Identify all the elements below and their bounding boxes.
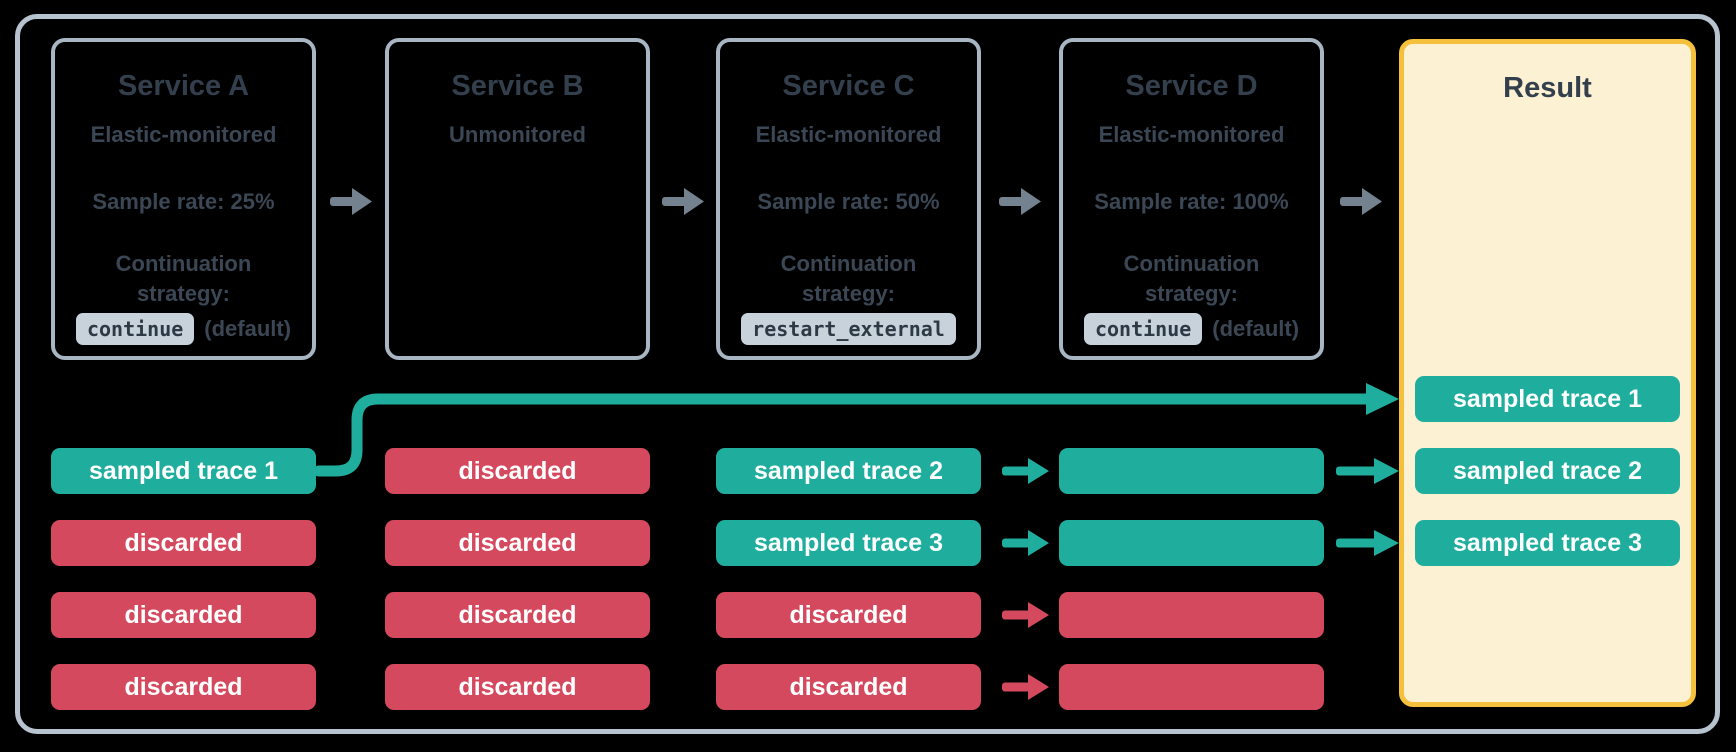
service-d-sample-rate: Sample rate: 100% xyxy=(1094,189,1289,214)
service-c-continuation-label-2: strategy: xyxy=(802,281,895,306)
trace-pill-label: discarded xyxy=(124,600,243,629)
trace-pill-c-3: discarded xyxy=(716,592,981,638)
trace-pill-d-2 xyxy=(1059,520,1324,566)
trace-pill-label: discarded xyxy=(789,600,908,629)
trace-pill-a-3: discarded xyxy=(51,592,316,638)
trace-pill-d-4 xyxy=(1059,664,1324,710)
service-a-strategy-suffix: (default) xyxy=(204,316,292,341)
trace-pill-label: discarded xyxy=(789,672,908,701)
result-pill-sampled-trace-1: sampled trace 1 xyxy=(1415,376,1680,422)
service-box-a: Service A Elastic-monitored Sample rate:… xyxy=(51,38,316,360)
service-a-continuation-label-2: strategy: xyxy=(137,281,230,306)
trace-pill-label: discarded xyxy=(124,528,243,557)
trace-pill-d-1 xyxy=(1059,448,1324,494)
trace-pill-d-3 xyxy=(1059,592,1324,638)
result-box: Result sampled trace 1 sampled trace 2 s… xyxy=(1399,39,1696,707)
service-a-continuation-label: Continuation xyxy=(115,251,252,276)
service-a-strategy-row: continue (default) xyxy=(61,309,306,349)
service-box-b: Service B Unmonitored xyxy=(385,38,650,360)
trace-pill-label: discarded xyxy=(124,672,243,701)
trace-pill-a-1: sampled trace 1 xyxy=(51,448,316,494)
service-a-sample-rate: Sample rate: 25% xyxy=(92,189,275,214)
result-pill-sampled-trace-3: sampled trace 3 xyxy=(1415,520,1680,566)
trace-pill-a-4: discarded xyxy=(51,664,316,710)
service-c-strategy-row: restart_external xyxy=(726,309,971,349)
trace-pill-label: sampled trace 1 xyxy=(89,456,278,485)
service-c-continuation-label: Continuation xyxy=(780,251,917,276)
trace-pill-c-4: discarded xyxy=(716,664,981,710)
service-c-strategy-badge: restart_external xyxy=(741,313,956,345)
service-box-c: Service C Elastic-monitored Sample rate:… xyxy=(716,38,981,360)
service-d-strategy-suffix: (default) xyxy=(1212,316,1300,341)
service-b-title: Service B xyxy=(451,70,584,102)
trace-pill-b-4: discarded xyxy=(385,664,650,710)
trace-pill-b-2: discarded xyxy=(385,520,650,566)
trace-pill-c-2: sampled trace 3 xyxy=(716,520,981,566)
result-pill-sampled-trace-2: sampled trace 2 xyxy=(1415,448,1680,494)
service-d-continuation-label-2: strategy: xyxy=(1145,281,1238,306)
service-d-continuation-label: Continuation xyxy=(1123,251,1260,276)
service-a-title: Service A xyxy=(117,70,250,102)
trace-pill-label: sampled trace 2 xyxy=(754,456,943,485)
trace-pill-label: discarded xyxy=(458,528,577,557)
service-b-monitoring: Unmonitored xyxy=(449,122,586,147)
result-pill-label: sampled trace 1 xyxy=(1453,384,1642,413)
result-pill-label: sampled trace 2 xyxy=(1453,456,1642,485)
service-d-monitoring: Elastic-monitored xyxy=(1098,122,1285,147)
service-d-title: Service D xyxy=(1125,70,1258,102)
service-d-strategy-row: continue (default) xyxy=(1069,309,1314,349)
service-d-strategy-badge: continue xyxy=(1083,313,1203,345)
trace-pill-c-1: sampled trace 2 xyxy=(716,448,981,494)
trace-pill-label: sampled trace 3 xyxy=(754,528,943,557)
service-c-title: Service C xyxy=(782,70,915,102)
service-c-sample-rate: Sample rate: 50% xyxy=(757,189,940,214)
trace-pill-label: discarded xyxy=(458,600,577,629)
trace-pill-label: discarded xyxy=(458,672,577,701)
service-a-strategy-badge: continue xyxy=(75,313,195,345)
service-box-d: Service D Elastic-monitored Sample rate:… xyxy=(1059,38,1324,360)
result-pill-label: sampled trace 3 xyxy=(1453,528,1642,557)
trace-pill-b-3: discarded xyxy=(385,592,650,638)
service-c-monitoring: Elastic-monitored xyxy=(755,122,942,147)
service-a-monitoring: Elastic-monitored xyxy=(90,122,277,147)
result-title: Result xyxy=(1503,72,1592,104)
trace-pill-label: discarded xyxy=(458,456,577,485)
diagram-outer-frame xyxy=(15,14,1720,734)
trace-pill-a-2: discarded xyxy=(51,520,316,566)
trace-pill-b-1: discarded xyxy=(385,448,650,494)
